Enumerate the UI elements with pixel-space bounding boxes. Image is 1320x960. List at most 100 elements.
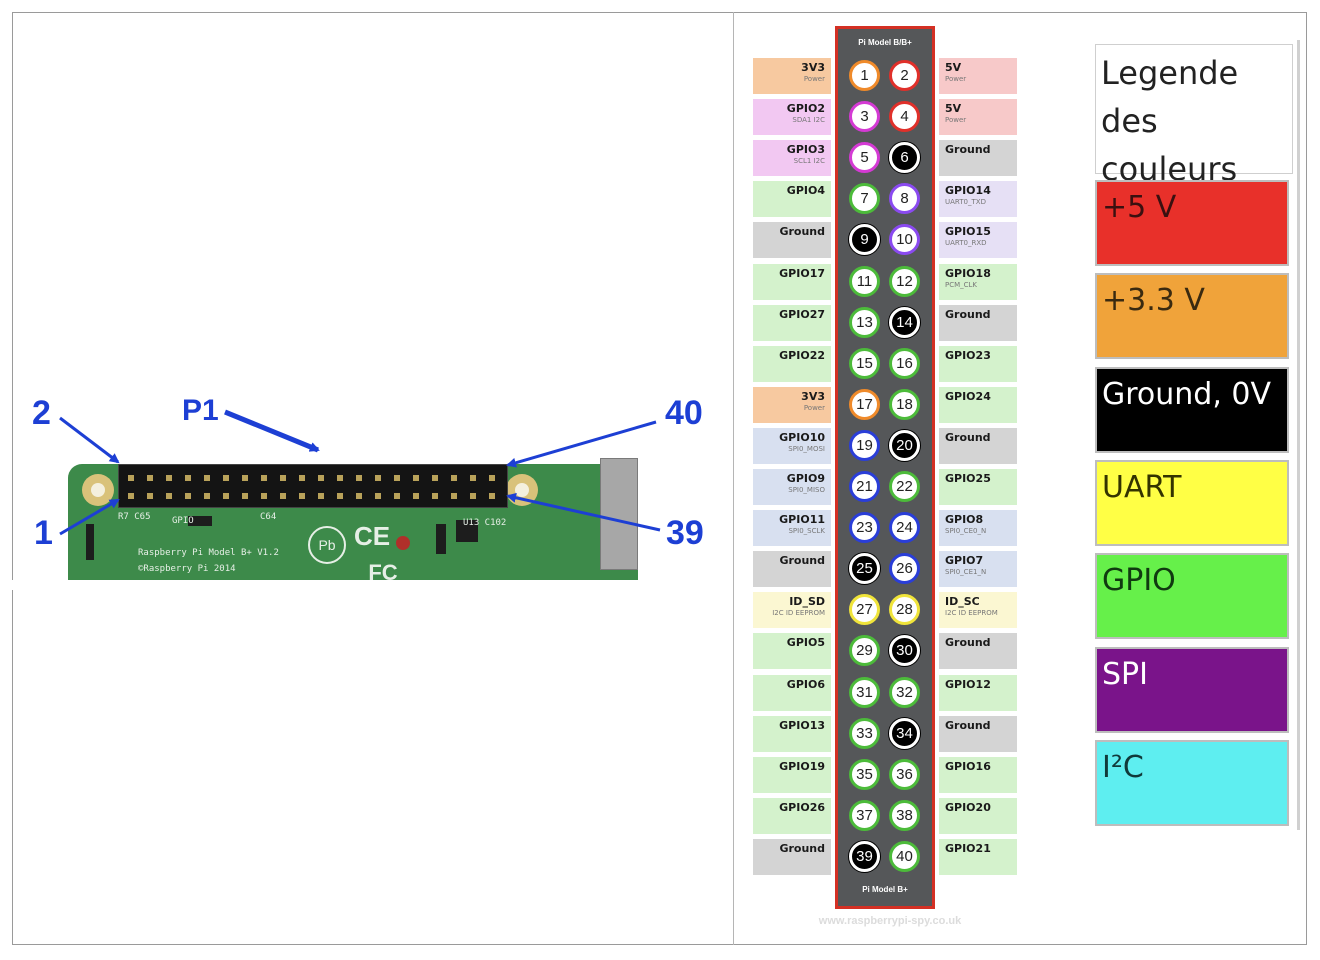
header-pin — [489, 475, 495, 481]
pin-label-name: GPIO10 — [779, 430, 825, 444]
pin-label-function: PCM_CLK — [945, 280, 978, 289]
no-lead-icon: Pb — [308, 526, 346, 564]
pin-39: 39 — [849, 840, 880, 872]
header-pin — [413, 475, 419, 481]
pin-label-left: GPIO4 — [753, 181, 831, 218]
pin-label-left: GPIO19 — [753, 756, 831, 793]
pin-label-function: SPI0_CE1_N — [945, 568, 987, 577]
pin-label-name: GPIO26 — [779, 800, 825, 814]
pin-label-function: Power — [803, 403, 825, 412]
pin-label-name: 3V3 — [801, 61, 825, 74]
header-pin — [432, 475, 438, 481]
pin-27: 27 — [849, 594, 880, 626]
pin-label-name: 3V3 — [801, 389, 825, 403]
arrow-to-pin-1 — [59, 498, 120, 536]
callout-pin-40: 40 — [665, 394, 703, 432]
header-pin — [204, 493, 210, 499]
pin-label-name: Ground — [945, 307, 991, 321]
header-pin — [451, 493, 457, 499]
pin-label-left: GPIO5 — [753, 633, 831, 670]
pin-25: 25 — [849, 553, 880, 585]
figure-frame — [12, 12, 1307, 945]
pin-22: 22 — [889, 471, 920, 502]
pin-label-name: Ground — [945, 430, 991, 444]
panel-divider — [733, 12, 734, 945]
pin-label-name: Ground — [779, 554, 825, 568]
usb-port — [600, 458, 638, 570]
header-pin — [489, 493, 495, 499]
pin-31: 31 — [849, 676, 880, 708]
header-pin — [166, 475, 172, 481]
pin-label-right: Ground — [939, 633, 1017, 670]
pin-label-left: Ground — [753, 551, 831, 588]
pin-label-right: GPIO12 — [939, 674, 1017, 711]
pin-label-name: GPIO7 — [945, 554, 984, 568]
pin-label-name: GPIO22 — [779, 348, 825, 362]
smd-component — [436, 524, 446, 554]
pin-label-name: GPIO15 — [945, 225, 991, 239]
header-pin — [147, 475, 153, 481]
color-legend — [1089, 40, 1300, 830]
pin-label-name: Ground — [945, 636, 991, 650]
header-pin — [242, 475, 248, 481]
callout-pin-1: 1 — [34, 514, 53, 552]
header-pin — [299, 475, 305, 481]
mounting-hole-left — [82, 474, 114, 506]
pin-29: 29 — [849, 635, 880, 667]
pin-label-name: GPIO27 — [779, 307, 825, 321]
pin-33: 33 — [849, 717, 880, 749]
pin-label-name: GPIO2 — [786, 102, 825, 116]
pin-7: 7 — [849, 183, 880, 215]
pin-label-function: SPI0_CE0_N — [945, 527, 987, 536]
callout-pin-2: 2 — [32, 394, 51, 432]
pin-label-function: SPI0_MISO — [788, 486, 825, 494]
pin-9: 9 — [849, 224, 880, 256]
silk-refs: C64 — [260, 512, 277, 522]
ic-chip — [456, 520, 478, 542]
pin-label-name: ID_SD — [789, 595, 825, 609]
legend-swatch: +5 V — [1095, 180, 1289, 266]
pin-30: 30 — [889, 635, 920, 667]
pin-label-function: SDA1 I2C — [792, 116, 825, 125]
pin-label-name: GPIO13 — [779, 718, 825, 732]
pin-37: 37 — [849, 799, 880, 831]
header-pin — [166, 493, 172, 499]
header-pin — [432, 493, 438, 499]
callout-p1: P1 — [182, 394, 219, 427]
pin-label-name: GPIO3 — [786, 143, 825, 157]
header-pin — [470, 475, 476, 481]
silk-gpio-label: GPIO — [172, 516, 194, 526]
pin-label-name: GPIO23 — [945, 348, 991, 362]
header-model-top: Pi Model B/B+ — [858, 38, 912, 47]
pin-label-right: GPIO23 — [939, 345, 1017, 382]
header-pin — [299, 493, 305, 499]
pin-label-name: Ground — [945, 718, 991, 732]
header-pin — [261, 493, 267, 499]
header-pin — [337, 493, 343, 499]
pin-24: 24 — [889, 512, 920, 544]
pin-5: 5 — [849, 142, 880, 174]
smd-component — [188, 516, 212, 526]
header-pin — [375, 475, 381, 481]
pin-header-column: Pi Model B/B+ Pi Model B+ — [835, 26, 935, 909]
pin-21: 21 — [849, 471, 880, 502]
header-pin — [318, 493, 324, 499]
header-pin — [394, 493, 400, 499]
pin-label-left: Ground — [753, 222, 831, 259]
pin-35: 35 — [849, 758, 880, 790]
pin-label-name: GPIO16 — [945, 759, 991, 773]
legend-swatch: Ground, 0V — [1095, 366, 1289, 453]
pin-label-name: GPIO5 — [786, 636, 825, 650]
header-pin — [451, 475, 457, 481]
callout-pin-39: 39 — [666, 514, 704, 552]
